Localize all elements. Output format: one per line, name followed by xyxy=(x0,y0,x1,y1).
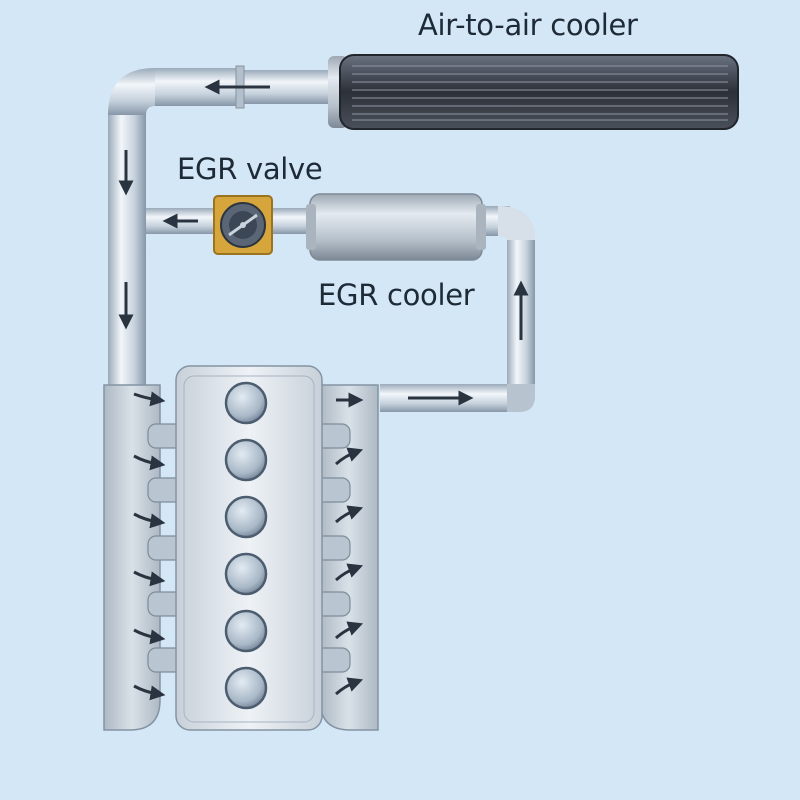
egr-valve xyxy=(213,195,273,255)
egr-cooler xyxy=(306,193,486,261)
flow-arrows xyxy=(118,79,529,701)
egr-cooler-label: EGR cooler xyxy=(318,278,475,312)
engine xyxy=(103,365,379,731)
air-to-air-cooler xyxy=(328,54,739,130)
air-to-air-cooler-label: Air-to-air cooler xyxy=(418,8,638,42)
egr-valve-label: EGR valve xyxy=(177,152,323,186)
